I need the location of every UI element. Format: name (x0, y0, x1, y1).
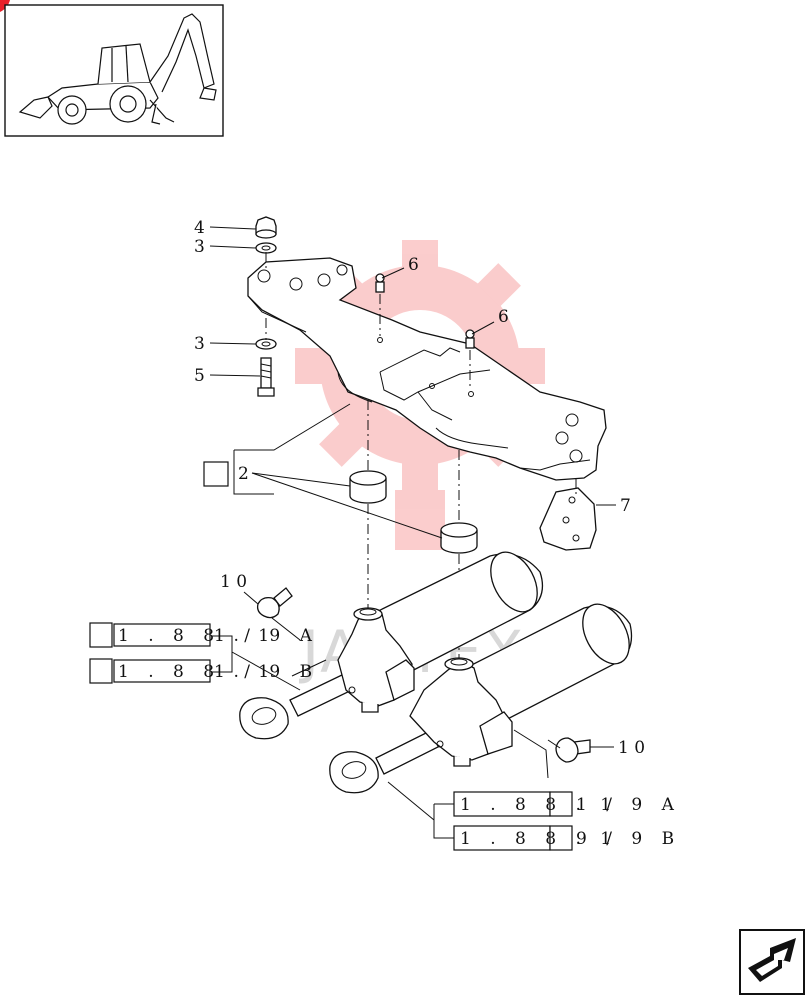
label-part-3-top: 3 (194, 237, 205, 257)
part-4-nut[interactable] (255, 216, 277, 239)
hydraulic-cylinder-2[interactable] (329, 596, 639, 794)
svg-text:1 . 8 8 . 1: 1 . 8 8 . 1 (460, 829, 618, 849)
label-part-10-b: 1 0 (618, 738, 645, 758)
svg-text:9 / 9 B: 9 / 9 B (576, 829, 681, 849)
part-3-washer-bottom[interactable] (255, 338, 277, 350)
label-part-10-a: 1 0 (220, 572, 247, 592)
ref-marker-2[interactable] (203, 461, 229, 487)
hydraulic-cylinder-1[interactable] (239, 544, 547, 740)
svg-text:1 / 9 A: 1 / 9 A (576, 795, 681, 815)
ref-marker-1-88-11-9a[interactable] (89, 622, 113, 648)
part-3-washer-top[interactable] (255, 242, 277, 254)
part-6-grease-nipple-a[interactable] (375, 273, 385, 293)
label-part-6-a: 6 (408, 255, 419, 275)
part-6-grease-nipple-b[interactable] (465, 329, 475, 349)
ref-box-4[interactable]: 1 . 8 8 . 1 9 / 9 B (453, 825, 681, 851)
part-10-bolt-b[interactable] (555, 737, 591, 763)
svg-text:1 / 9 A: 1 / 9 A (214, 626, 319, 646)
ref-box-1[interactable]: 1 . 8 8 . 1 1 / 9 A (113, 623, 319, 647)
svg-text:1 / 9 B: 1 / 9 B (214, 662, 319, 682)
svg-text:1 . 8 8 . 1: 1 . 8 8 . 1 (460, 795, 618, 815)
part-5-bolt[interactable] (257, 357, 275, 397)
main-bracket (247, 257, 607, 481)
part-7-plate[interactable] (539, 487, 597, 551)
backhoe-loader-thumbnail (18, 13, 217, 125)
label-part-4: 4 (194, 218, 205, 238)
label-part-5: 5 (194, 366, 205, 386)
ref-box-2[interactable]: 1 . 8 8 . 1 1 / 9 B (113, 659, 319, 683)
next-page-arrow-icon[interactable] (739, 929, 805, 995)
label-part-6-b: 6 (498, 307, 509, 327)
svg-text:1 . 8 8 . 1: 1 . 8 8 . 1 (118, 662, 276, 682)
label-part-7: 7 (620, 496, 631, 516)
leader-lines (209, 226, 616, 839)
part-2-bushing-b[interactable] (440, 522, 478, 554)
label-part-2: 2 (238, 464, 249, 484)
thumbnail-frame[interactable] (4, 4, 224, 137)
svg-text:1 . 8 8 . 1: 1 . 8 8 . 1 (118, 626, 276, 646)
part-10-bolt-a[interactable] (256, 587, 293, 619)
part-2-bushing-a[interactable] (349, 470, 387, 504)
label-part-3-bottom: 3 (194, 334, 205, 354)
ref-box-3[interactable]: 1 . 8 8 . 1 1 / 9 A (453, 791, 681, 817)
ref-marker-1-88-11-9b[interactable] (89, 658, 113, 684)
